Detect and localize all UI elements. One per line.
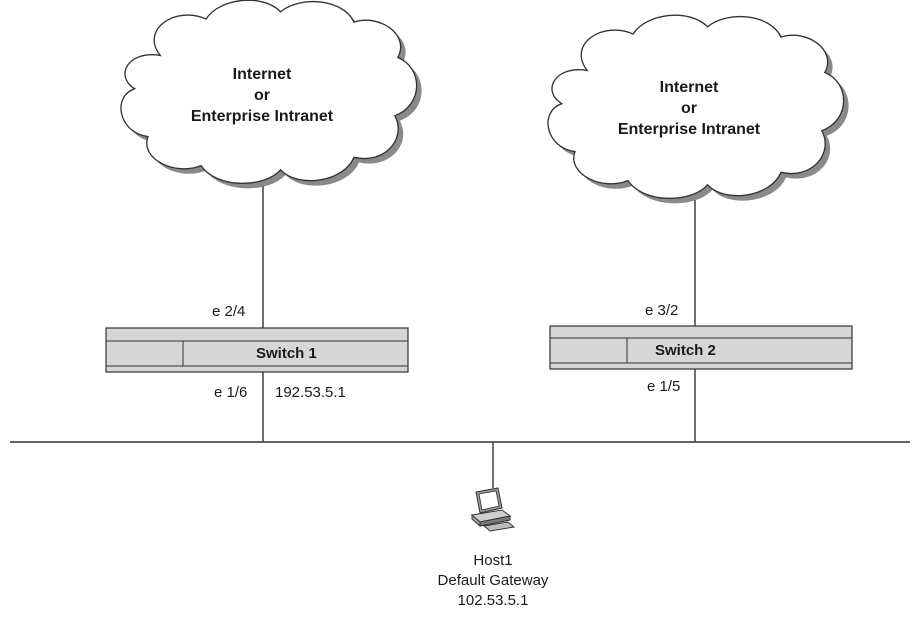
cloud-2-line-3: Enterprise Intranet	[617, 121, 761, 138]
cloud-1-label: Internet or Enterprise Intranet	[162, 64, 362, 127]
switch-1-lan-port: e 1/6	[214, 384, 248, 401]
cloud-1-line-3: Enterprise Intranet	[190, 108, 334, 125]
switch-1-label: Switch 1	[256, 345, 317, 362]
host-label: Host1 Default Gateway 102.53.5.1	[393, 551, 593, 611]
switch-2	[549, 325, 853, 370]
host-computer-icon	[471, 487, 515, 532]
cloud-2-line-1: Internet	[659, 79, 719, 96]
host-gateway-label: Default Gateway	[437, 572, 549, 589]
switch-1-ip-address: 192.53.5.1	[275, 384, 346, 401]
switch-1	[105, 327, 409, 373]
switch-2-lan-port: e 1/5	[647, 378, 681, 395]
switch-1-uplink-port: e 2/4	[212, 303, 246, 320]
host-name: Host1	[473, 552, 513, 569]
cloud-2-line-2: or	[681, 100, 697, 117]
cloud-1-line-1: Internet	[232, 66, 292, 83]
switch-2-uplink-port: e 3/2	[645, 302, 679, 319]
host-gateway-ip: 102.53.5.1	[457, 592, 529, 609]
cloud-2-label: Internet or Enterprise Intranet	[589, 77, 789, 140]
switch-2-label: Switch 2	[655, 342, 716, 359]
cloud-1-line-2: or	[254, 87, 270, 104]
